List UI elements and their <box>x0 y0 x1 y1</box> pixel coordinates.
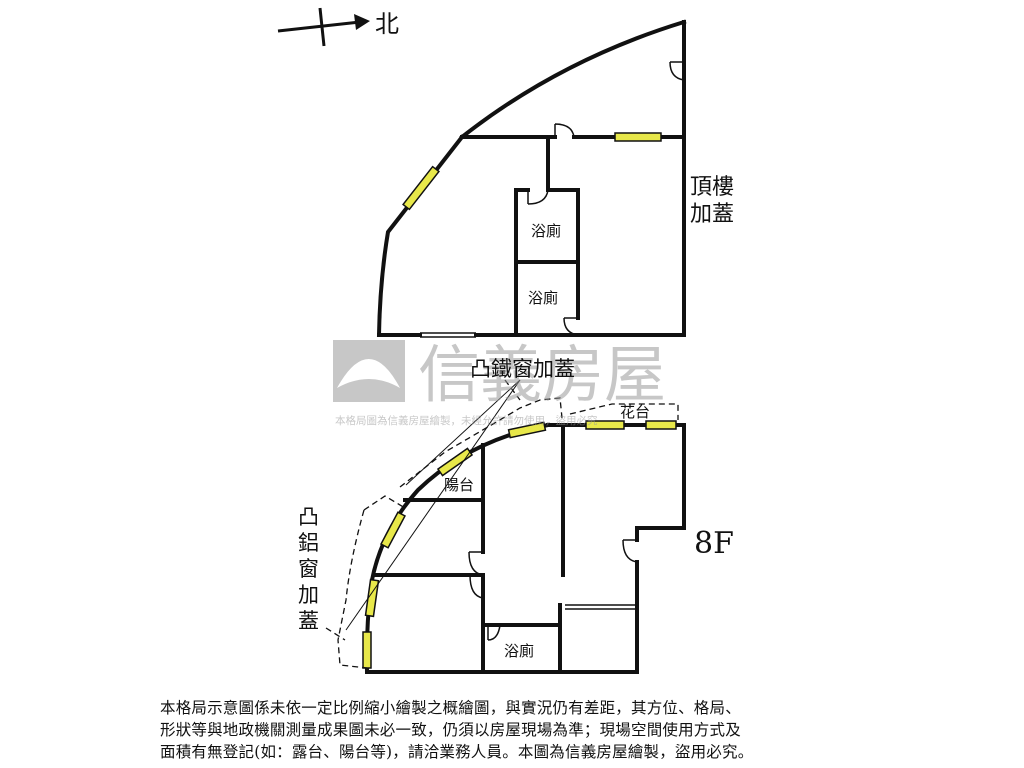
balcony-label: 陽台 <box>444 476 474 494</box>
watermark-logo-roof <box>337 359 400 388</box>
watermark-subtext: 本格局圖為信義房屋繪製，未經允許請勿使用，盜用必究 <box>335 414 598 427</box>
planter-label: 花台 <box>620 403 650 421</box>
aluminum-window-leader <box>325 627 346 641</box>
aluminum-window-char-2: 鋁 <box>298 531 319 555</box>
disclaimer-line-3: 面積有無登記(如：露台、陽台等)，請洽業務人員。本圖為信義房屋繪製，盜用必究。 <box>160 743 754 761</box>
aluminum-window-outline <box>337 495 406 669</box>
window-leader-2 <box>345 379 521 631</box>
aluminum-window-char-5: 蓋 <box>298 609 319 633</box>
door-upper-south <box>420 332 476 338</box>
door-lower-east <box>622 539 638 563</box>
watermark-brand: 信義房屋 <box>418 338 666 411</box>
compass: 北 <box>277 7 399 47</box>
window-lower-arc-3 <box>380 511 406 549</box>
upper-bath-1-label: 浴廁 <box>531 222 561 240</box>
planter-outline <box>569 403 679 420</box>
compass-tick <box>318 7 326 47</box>
iron-window-outline <box>399 397 563 488</box>
door-lower-bath <box>487 624 501 641</box>
window-lower-north-2 <box>645 420 677 430</box>
window-lower-arc-2 <box>436 447 474 477</box>
window-upper-north <box>614 132 662 142</box>
window-lower-north-1 <box>585 420 625 430</box>
aluminum-window-char-1: 凸 <box>298 505 319 529</box>
labels: 頂樓 加蓋 浴廁 浴廁 凸鐵窗加蓋 花台 陽台 浴廁 8F 凸 鋁 窗 加 蓋 <box>298 175 734 660</box>
disclaimer: 本格局示意圖係未依一定比例縮小繪製之概繪圖，與實況仍有差距，其方位、格局、 形狀… <box>160 697 880 763</box>
door-lower-room-2 <box>469 574 484 599</box>
windows <box>362 132 677 669</box>
door-upper-inner <box>554 123 575 138</box>
aluminum-window-char-4: 加 <box>298 583 319 607</box>
window-lower-arc-4 <box>364 578 380 618</box>
lower-bath-label: 浴廁 <box>504 642 534 660</box>
door-bath-2 <box>563 317 579 336</box>
doors <box>420 61 685 641</box>
compass-north-label: 北 <box>375 10 399 38</box>
sliding-door-lower <box>565 604 637 610</box>
lower-east-wall <box>635 423 686 542</box>
disclaimer-line-1: 本格局示意圖係未依一定比例縮小繪製之概繪圖，與實況仍有差距，其方位、格局、 <box>160 699 741 717</box>
iron-window-label: 凸鐵窗加蓋 <box>470 357 575 381</box>
upper-diagonal-wall <box>376 134 465 338</box>
window-lower-arc-5 <box>362 631 372 669</box>
upper-outer-arc <box>459 19 687 140</box>
floor-label-8f: 8F <box>694 526 734 561</box>
window-leader-1 <box>405 379 521 486</box>
disclaimer-line-2: 形狀等與地政機關測量成果圖未必一致，仍須以房屋現場為準；現場空間使用方式及 <box>160 721 741 739</box>
aluminum-window-char-3: 窗 <box>298 557 319 581</box>
upper-floor-label-line2: 加蓋 <box>690 202 734 227</box>
compass-arrowhead-icon <box>354 14 370 30</box>
door-bath-1 <box>527 189 549 205</box>
window-upper-diagonal <box>402 165 440 211</box>
dashed-additions <box>325 379 679 669</box>
compass-arrow-line <box>277 20 361 33</box>
upper-floor-label-line1: 頂樓 <box>690 175 734 200</box>
upper-bath-2-label: 浴廁 <box>528 289 558 307</box>
watermark: 信義房屋 本格局圖為信義房屋繪製，未經允許請勿使用，盜用必究 <box>333 338 666 427</box>
door-lower-room <box>468 551 484 576</box>
door-upper-east <box>669 61 685 81</box>
window-lower-arc-1 <box>507 421 547 439</box>
